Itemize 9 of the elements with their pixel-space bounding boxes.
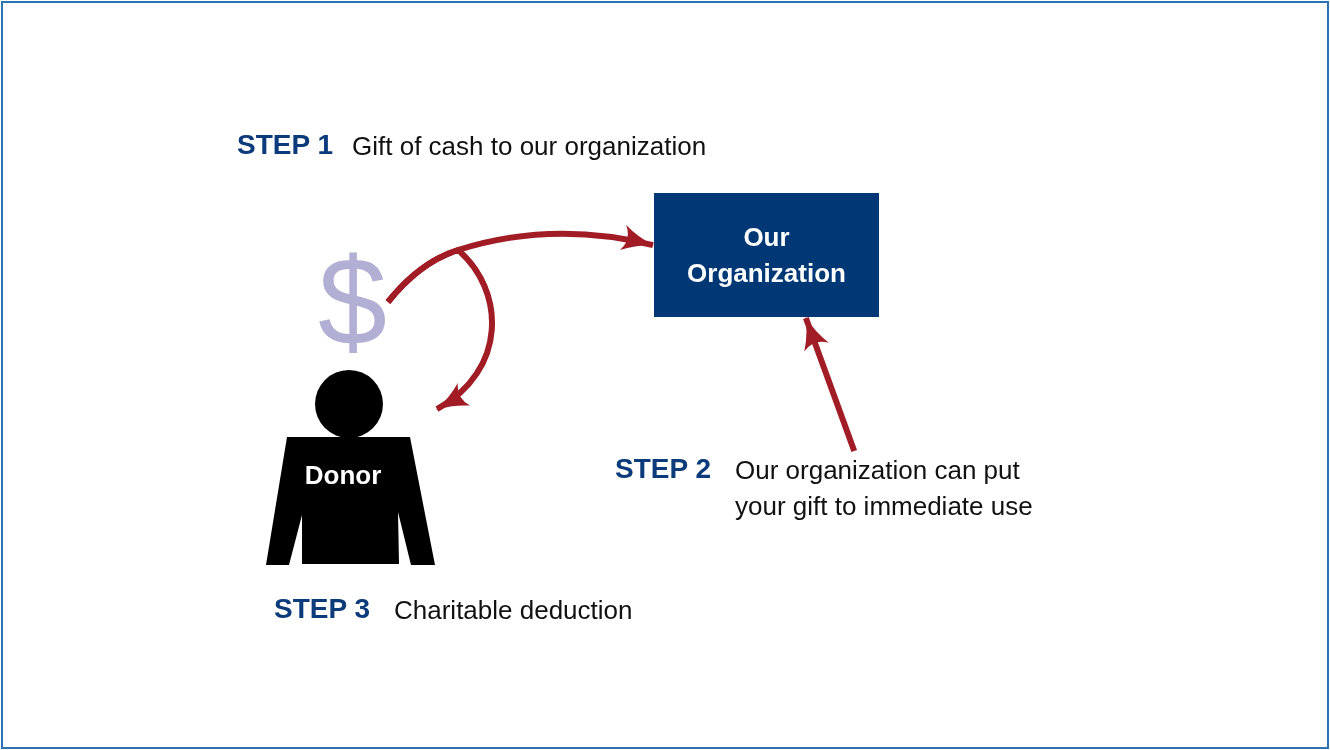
process-box: Our Organization <box>654 193 879 317</box>
step-heading: STEP 2 <box>615 452 711 486</box>
node-label: Donor <box>304 460 382 490</box>
dollar-sign: $ <box>318 246 387 358</box>
step-description: Our organization can put your gift to immediate use <box>735 454 1034 523</box>
step-description: Charitable deduction <box>394 594 633 627</box>
step-heading: STEP 1 <box>237 128 333 162</box>
step-description: Gift of cash to our organization <box>352 130 707 163</box>
step-heading: STEP 3 <box>274 592 370 626</box>
